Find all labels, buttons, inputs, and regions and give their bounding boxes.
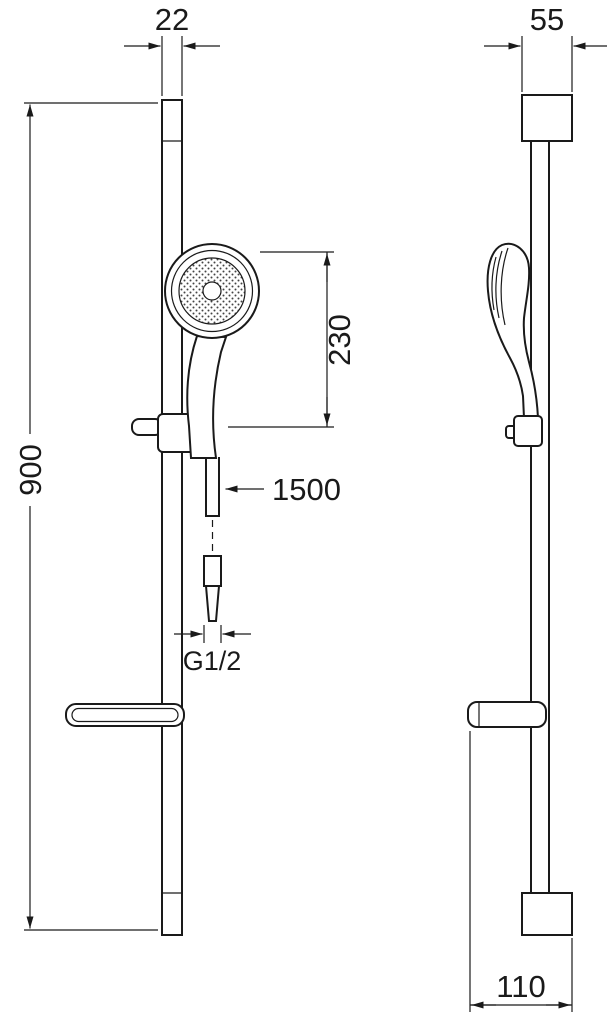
rail-width-label: 22 (155, 2, 189, 37)
dish-inner-rim (71, 707, 179, 723)
thread-dimension: G1/2 (174, 625, 251, 676)
shower-holder-side (505, 415, 543, 447)
hose-length-label: 1500 (272, 472, 341, 507)
handset-head-ring (170, 249, 254, 333)
handset-face-detail (491, 256, 497, 311)
soap-dish-front (65, 703, 185, 727)
shower-handset-front (164, 243, 260, 459)
side-rail (521, 94, 573, 936)
shower-handset-side (486, 242, 543, 447)
wall-bracket-bottom (521, 892, 573, 936)
front-rail (161, 99, 183, 936)
hose-connector (203, 555, 222, 622)
wall-bracket-top (521, 94, 573, 142)
shelf-depth-dimension: 110 (469, 731, 573, 1012)
handset-handle (186, 334, 228, 459)
shelf-depth-label: 110 (496, 969, 545, 1004)
connector-nut (203, 555, 222, 587)
rail-height-dimension: 900 (13, 102, 158, 931)
bracket-depth-dimension: 55 (484, 2, 607, 92)
dish-outline (65, 703, 185, 727)
front-view: 22 900 (13, 2, 357, 936)
connector-cone (204, 585, 221, 622)
handset-face-detail (495, 250, 503, 319)
handset-length-label: 230 (322, 314, 357, 366)
soap-dish-side (467, 701, 547, 728)
handset-side-outline (486, 242, 540, 419)
thread-size-label: G1/2 (183, 646, 242, 676)
dish-side-outline (467, 701, 547, 728)
bracket-depth-label: 55 (530, 2, 564, 37)
hose-length-dimension: 1500 (225, 472, 341, 507)
rail-width-dimension: 22 (124, 2, 220, 96)
shower-hose (203, 457, 222, 622)
side-view: 55 110 (467, 2, 607, 1012)
handset-face-detail (500, 247, 509, 326)
handset-center-cap (202, 281, 222, 301)
rail-height-label: 900 (13, 444, 48, 496)
handset-length-dimension: 230 (228, 251, 357, 428)
holder-cradle-side (513, 415, 543, 447)
